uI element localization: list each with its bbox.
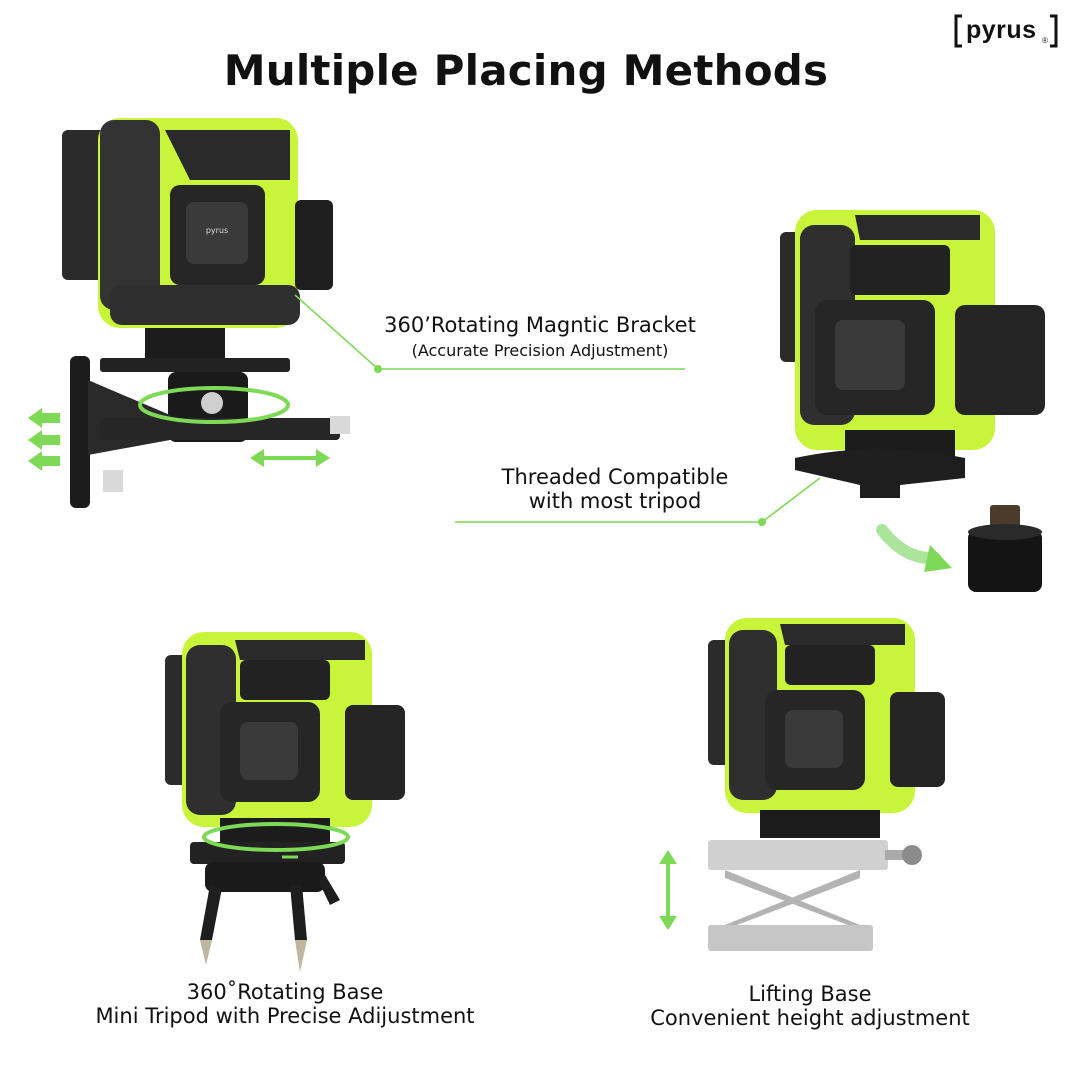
method-3-label-line2: Mini Tripod with Precise Adijustment <box>95 1004 475 1028</box>
method-3-caption: 360˚Rotating Base Mini Tripod with Preci… <box>30 980 540 1028</box>
page-title: Multiple Placing Methods <box>223 46 829 95</box>
method-2-label-line1: Threaded Compatible <box>501 465 729 489</box>
method-2-label-line2: with most tripod <box>528 489 702 513</box>
method-4-caption: Lifting Base Convenient height adjustmen… <box>610 982 1010 1030</box>
method-1-caption: 360’Rotating Magntic Bracket (Accurate P… <box>340 313 740 361</box>
method-1-sublabel: (Accurate Precision Adjustment) <box>411 341 669 360</box>
method-1-label: 360’Rotating Magntic Bracket <box>384 313 696 337</box>
method-4-label-line2: Convenient height adjustment <box>650 1006 970 1030</box>
logo-text: pyrus <box>966 16 1037 44</box>
method-2-caption: Threaded Compatible with most tripod <box>455 465 775 513</box>
brand-logo: pyrus ® <box>954 14 1058 48</box>
registered-mark: ® <box>1042 36 1048 45</box>
method-3-label-line1: 360˚Rotating Base <box>186 980 384 1004</box>
device-badge-1: pyrus <box>206 226 228 235</box>
method-4-label-line1: Lifting Base <box>748 982 872 1006</box>
logo-frame <box>954 14 1058 48</box>
